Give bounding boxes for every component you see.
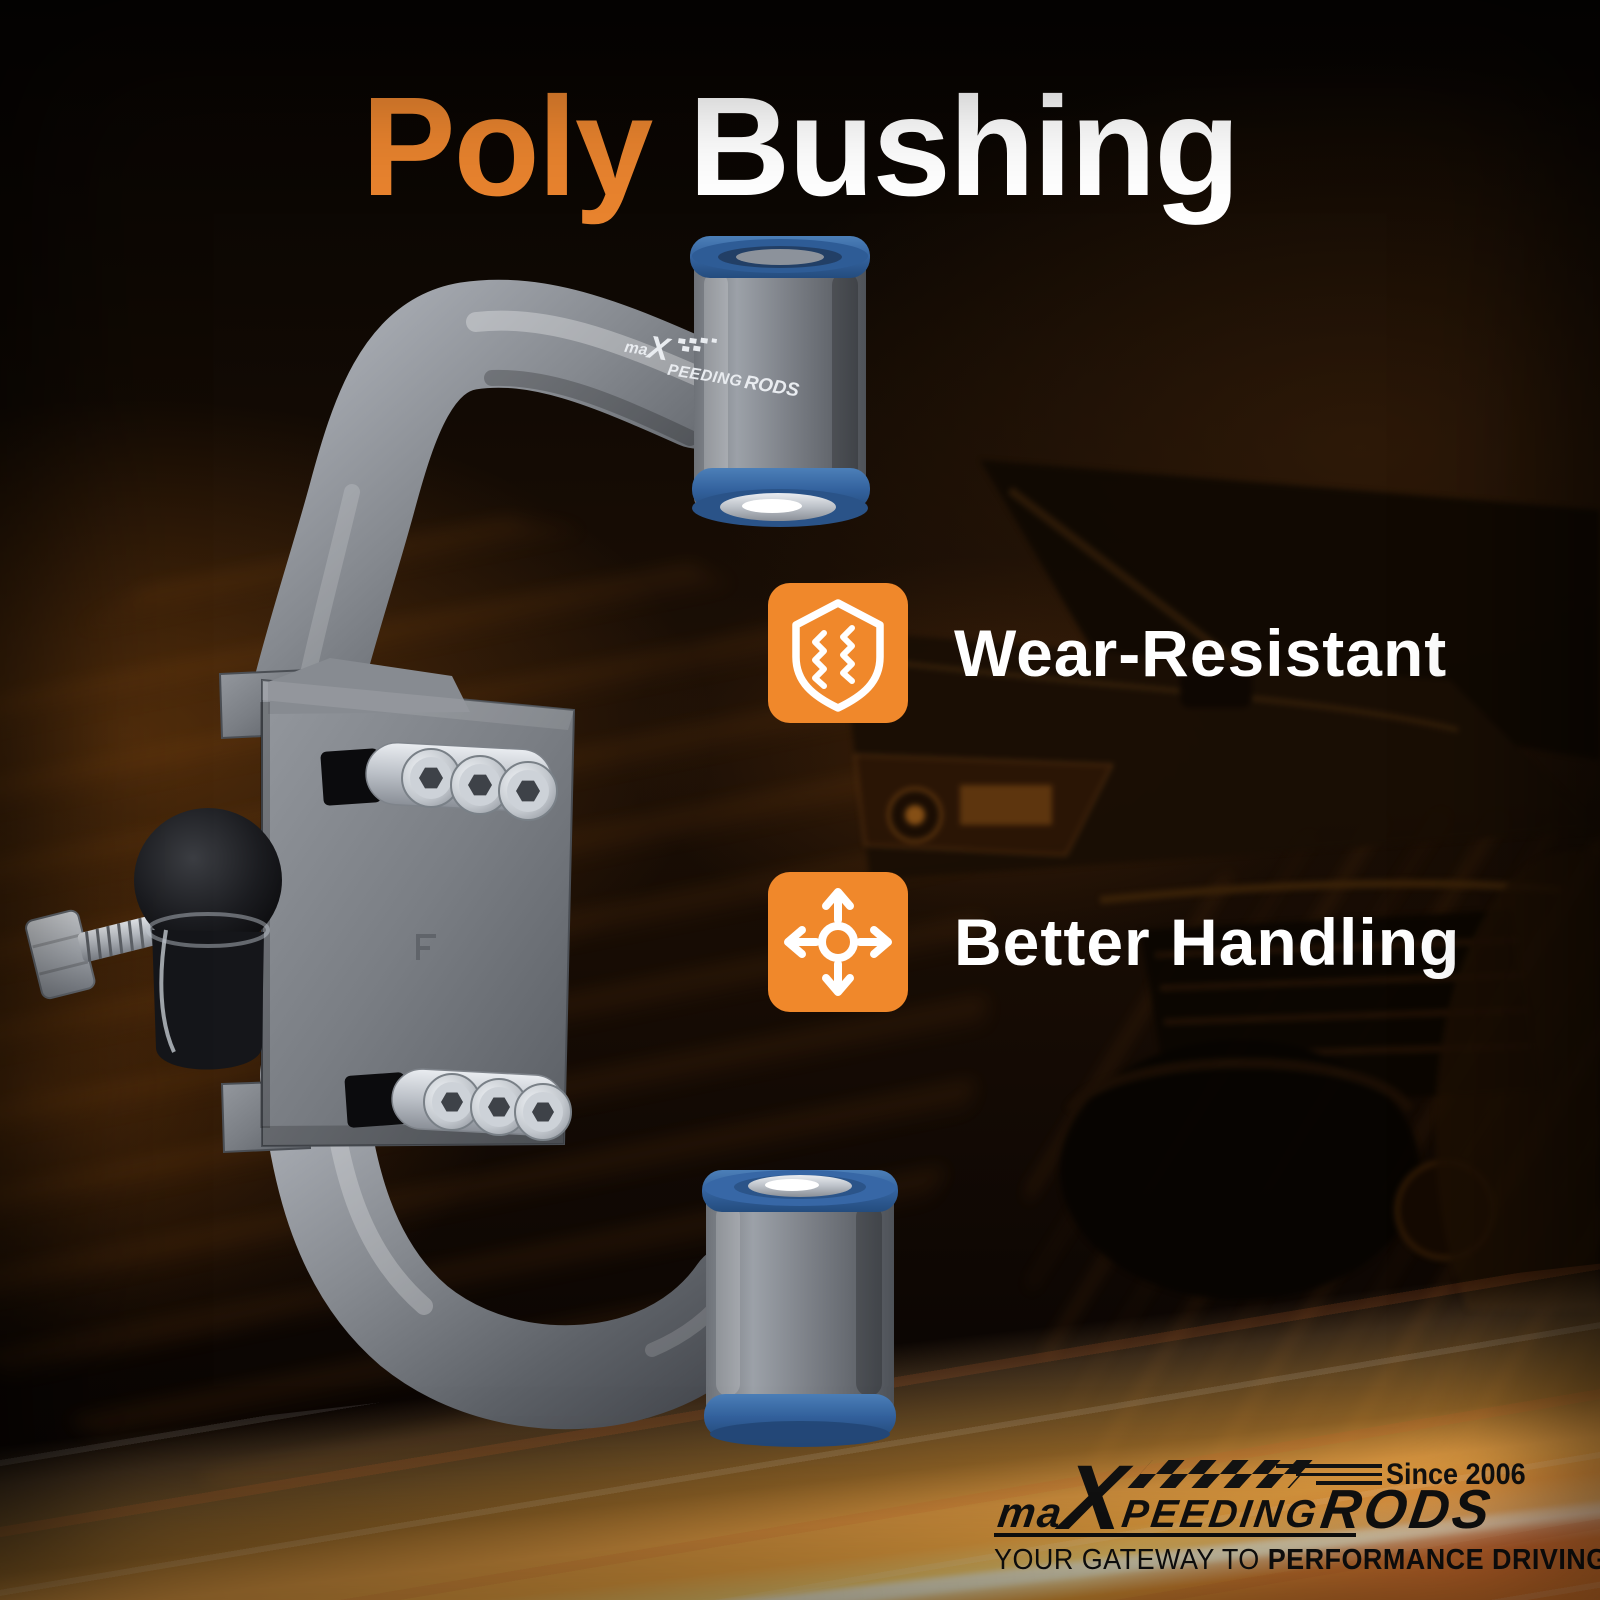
bottom-poly-bushing: [702, 1170, 898, 1447]
tagline-prefix: YOUR GATEWAY TO: [994, 1544, 1268, 1576]
feature-wear-resistant: Wear-Resistant: [768, 583, 1447, 723]
brand-tagline: YOUR GATEWAY TO PERFORMANCE DRIVING: [994, 1544, 1600, 1577]
brand-ma: ma: [995, 1489, 1067, 1536]
brand-rods: RODS: [1317, 1478, 1497, 1540]
feature-better-handling: Better Handling: [768, 872, 1460, 1012]
since-year: Since 2006: [1386, 1458, 1526, 1491]
top-poly-bushing: [690, 236, 870, 527]
feature-label: Better Handling: [954, 905, 1461, 979]
control-arm-product-image: ma X PEEDING RODS: [0, 230, 920, 1470]
ball-joint: [25, 808, 282, 1070]
feature-label: Wear-Resistant: [954, 616, 1448, 690]
brand-logo: Since 2006 ma X PEEDING RODS YOUR GATEWA…: [988, 1447, 1600, 1592]
watermark-flag-icon: [677, 337, 718, 352]
title-rest: Bushing: [688, 67, 1241, 225]
page-title: Poly Bushing: [0, 76, 1600, 217]
watermark-ma: ma: [623, 339, 649, 359]
brand-peeding: PEEDING: [1119, 1493, 1322, 1536]
speed-lines-icon: [1276, 1464, 1382, 1485]
background-car-silhouette: [840, 460, 1600, 1310]
directional-arrows-icon: [768, 872, 908, 1012]
upper-arm-tube: [252, 279, 754, 748]
product-watermark-logo: ma X PEEDING RODS: [623, 328, 800, 401]
bracket-bolts-top: [320, 742, 558, 821]
title-accent: Poly: [361, 67, 654, 225]
shield-vibration-icon: [768, 583, 908, 723]
tagline-emphasis: PERFORMANCE DRIVING: [1267, 1544, 1600, 1576]
bracket-bolts-bottom: [344, 1068, 572, 1141]
brand-wordmark: ma X PEEDING RODS: [994, 1447, 1500, 1549]
brand-underline: [994, 1533, 1356, 1537]
